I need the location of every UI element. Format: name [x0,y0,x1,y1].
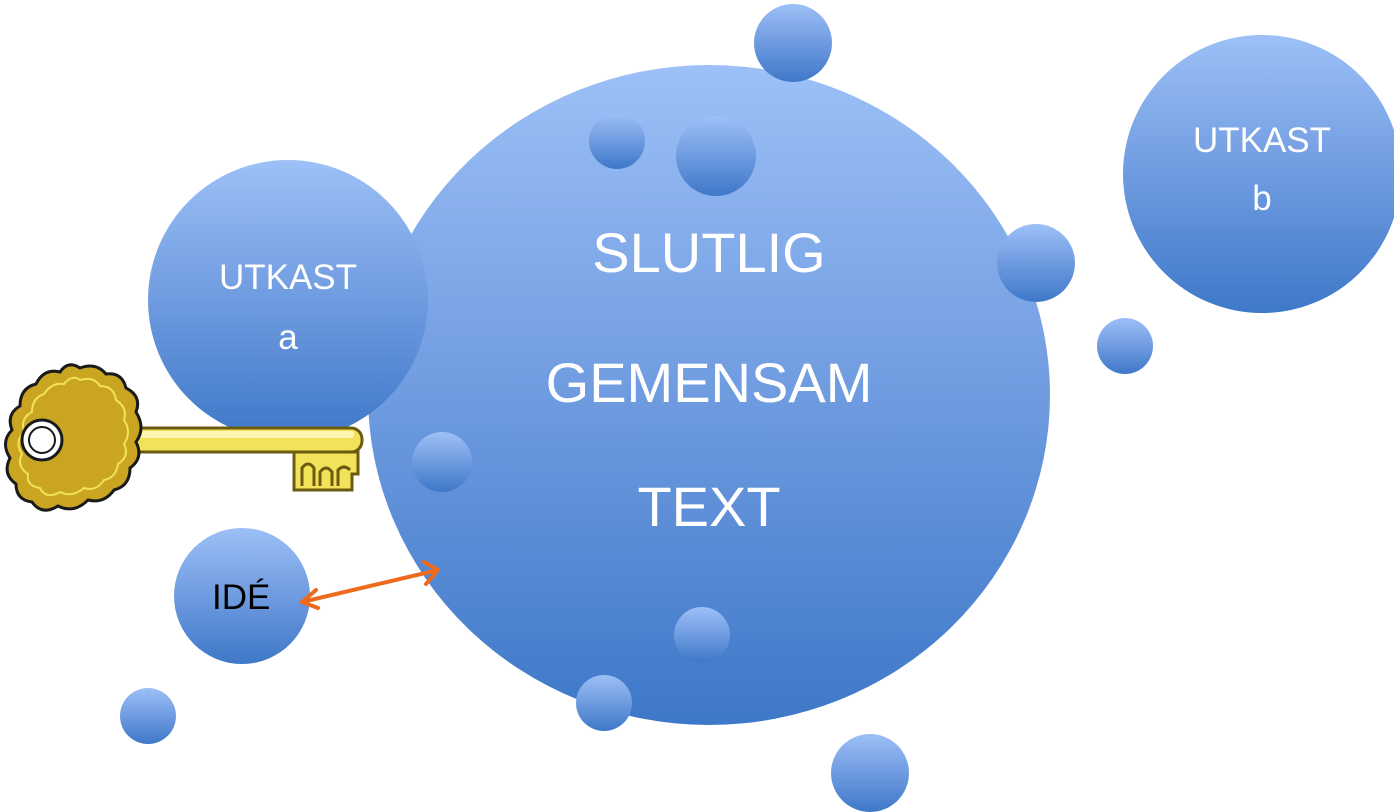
small-bubble [997,224,1075,302]
draft-b-line1: UTKAST [1192,121,1332,160]
draft-a-circle: UTKAST a [148,160,428,440]
small-bubble [412,432,472,492]
small-bubble [1097,318,1153,374]
main-circle-line3: TEXT [637,475,781,538]
draft-a-line1: UTKAST [218,258,358,297]
small-bubble [676,116,756,196]
small-bubble [120,688,176,744]
draft-b-line2: b [1252,179,1272,218]
idea-circle: IDÉ [174,528,310,664]
key-icon [4,363,364,512]
idea-label: IDÉ [212,578,271,617]
small-bubble [754,4,832,82]
small-bubble [589,113,645,169]
small-bubble [831,734,909,812]
double-arrow [300,560,440,610]
main-circle-line2: GEMENSAM [545,351,873,414]
small-bubble [674,607,730,663]
small-bubble [576,675,632,731]
main-circle-line1: SLUTLIG [592,221,826,284]
draft-b-circle: UTKAST b [1123,35,1394,313]
draft-a-line2: a [278,318,298,357]
